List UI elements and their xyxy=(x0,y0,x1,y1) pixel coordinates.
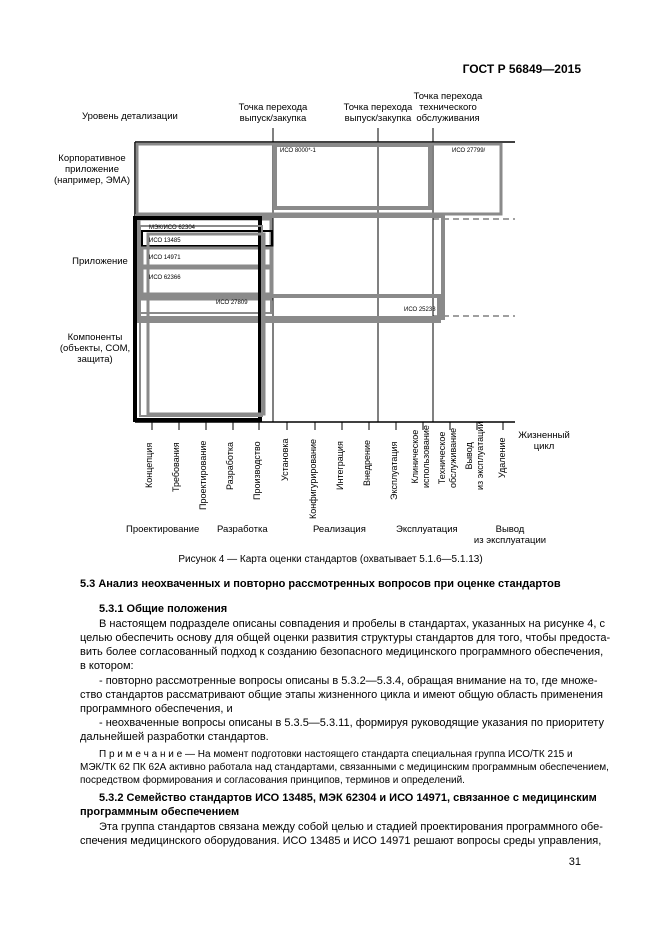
para-line: - неохваченные вопросы описаны в 5.3.5—5… xyxy=(99,717,604,729)
para-line: - повторно рассмотренные вопросы описаны… xyxy=(99,675,598,687)
level-corporate: Корпоративное приложение (например, ЭМА) xyxy=(53,153,131,186)
transition-label-1: Точка перехода выпуск/закупка xyxy=(238,102,308,124)
note-line: МЭК/ТК 62 ПК 62А активно работала над ст… xyxy=(80,762,609,773)
note-line: посредством формирования и согласования … xyxy=(80,775,465,786)
std-iso-62366: ИСО 62366 xyxy=(149,275,181,281)
stage-configuration: Конфигурирование xyxy=(308,438,318,519)
stage-requirements: Требования xyxy=(171,442,181,492)
std-iso-25238: ИСО 25238 xyxy=(404,307,436,313)
stage-disposal: Удаление xyxy=(497,437,507,478)
figure-caption: Рисунок 4 — Карта оценки стандартов (охв… xyxy=(178,554,483,565)
phase-design: Проектирование xyxy=(126,524,200,535)
std-iso-14971: ИСО 14971 xyxy=(149,255,181,261)
para-line: спечения медицинского оборудования. ИСО … xyxy=(80,835,602,847)
document-id: ГОСТ Р 56849—2015 xyxy=(462,62,581,76)
std-iec-62304: МЭК/ИСО 62304 xyxy=(149,225,196,231)
level-components: Компоненты (объекты, COM, защита) xyxy=(59,332,131,365)
stage-production: Производство xyxy=(252,441,262,500)
note-line: П р и м е ч а н и е — На момент подготов… xyxy=(99,749,573,760)
para-line: программного обеспечения, и xyxy=(80,703,233,715)
para-line: Эта группа стандартов связана между собо… xyxy=(99,821,603,833)
stage-deployment: Внедрение xyxy=(362,439,372,486)
stage-clinical-use: Клиническое использование xyxy=(410,425,431,488)
section-5-3-1-title: 5.3.1 Общие положения xyxy=(99,603,228,615)
phase-development: Разработка xyxy=(217,524,268,535)
para-line: В настоящем подразделе описаны совпадени… xyxy=(99,618,605,630)
section-5-3-2-title-cont: программным обеспечением xyxy=(80,806,240,818)
para-line: в котором: xyxy=(80,660,134,672)
para-line: ство стандартов рассматривают общие этап… xyxy=(80,689,603,701)
phase-decommission: Вывод из эксплуатации xyxy=(473,524,547,546)
stage-operation: Эксплуатация xyxy=(389,441,399,500)
stage-installation: Установка xyxy=(280,438,290,481)
stage-integration: Интеграция xyxy=(335,441,345,490)
para-line: дальнейшей разработки стандартов. xyxy=(80,731,269,743)
stage-decommission: Вывод из эксплуатации xyxy=(464,421,485,490)
standards-map-figure xyxy=(133,128,515,430)
y-axis-title: Уровень детализации xyxy=(82,111,178,122)
std-iso-13485: ИСО 13485 xyxy=(149,238,181,244)
level-application: Приложение xyxy=(72,256,128,267)
section-5-3-2-title: 5.3.2 Семейство стандартов ИСО 13485, МЭ… xyxy=(99,792,597,804)
phase-operation: Эксплуатация xyxy=(396,524,458,535)
para-line: вить более согласованный подход к создан… xyxy=(80,646,604,658)
std-iso-27809: ИСО 27809 xyxy=(216,300,248,306)
stage-design: Проектирование xyxy=(198,440,208,510)
transition-label-2: Точка перехода выпуск/закупка xyxy=(343,102,413,124)
stage-development: Разработка xyxy=(225,442,235,490)
stage-maintenance: Техническое обслуживание xyxy=(437,427,458,488)
stage-concept: Концепция xyxy=(144,442,154,488)
std-iso-27799: ИСО 27799/ xyxy=(452,148,486,154)
std-iso-8000: ИСО 8000*-1 xyxy=(280,148,316,154)
page-number: 31 xyxy=(568,856,581,868)
section-5-3-title: 5.3 Анализ неохваченных и повторно рассм… xyxy=(80,578,561,590)
lifecycle-axis-label: Жизненный цикл xyxy=(518,430,570,452)
transition-label-3: Точка перехода технического обслуживания xyxy=(413,91,483,124)
para-line: целью обеспечить основу для общей оценки… xyxy=(80,632,611,644)
phase-implementation: Реализация xyxy=(313,524,366,535)
